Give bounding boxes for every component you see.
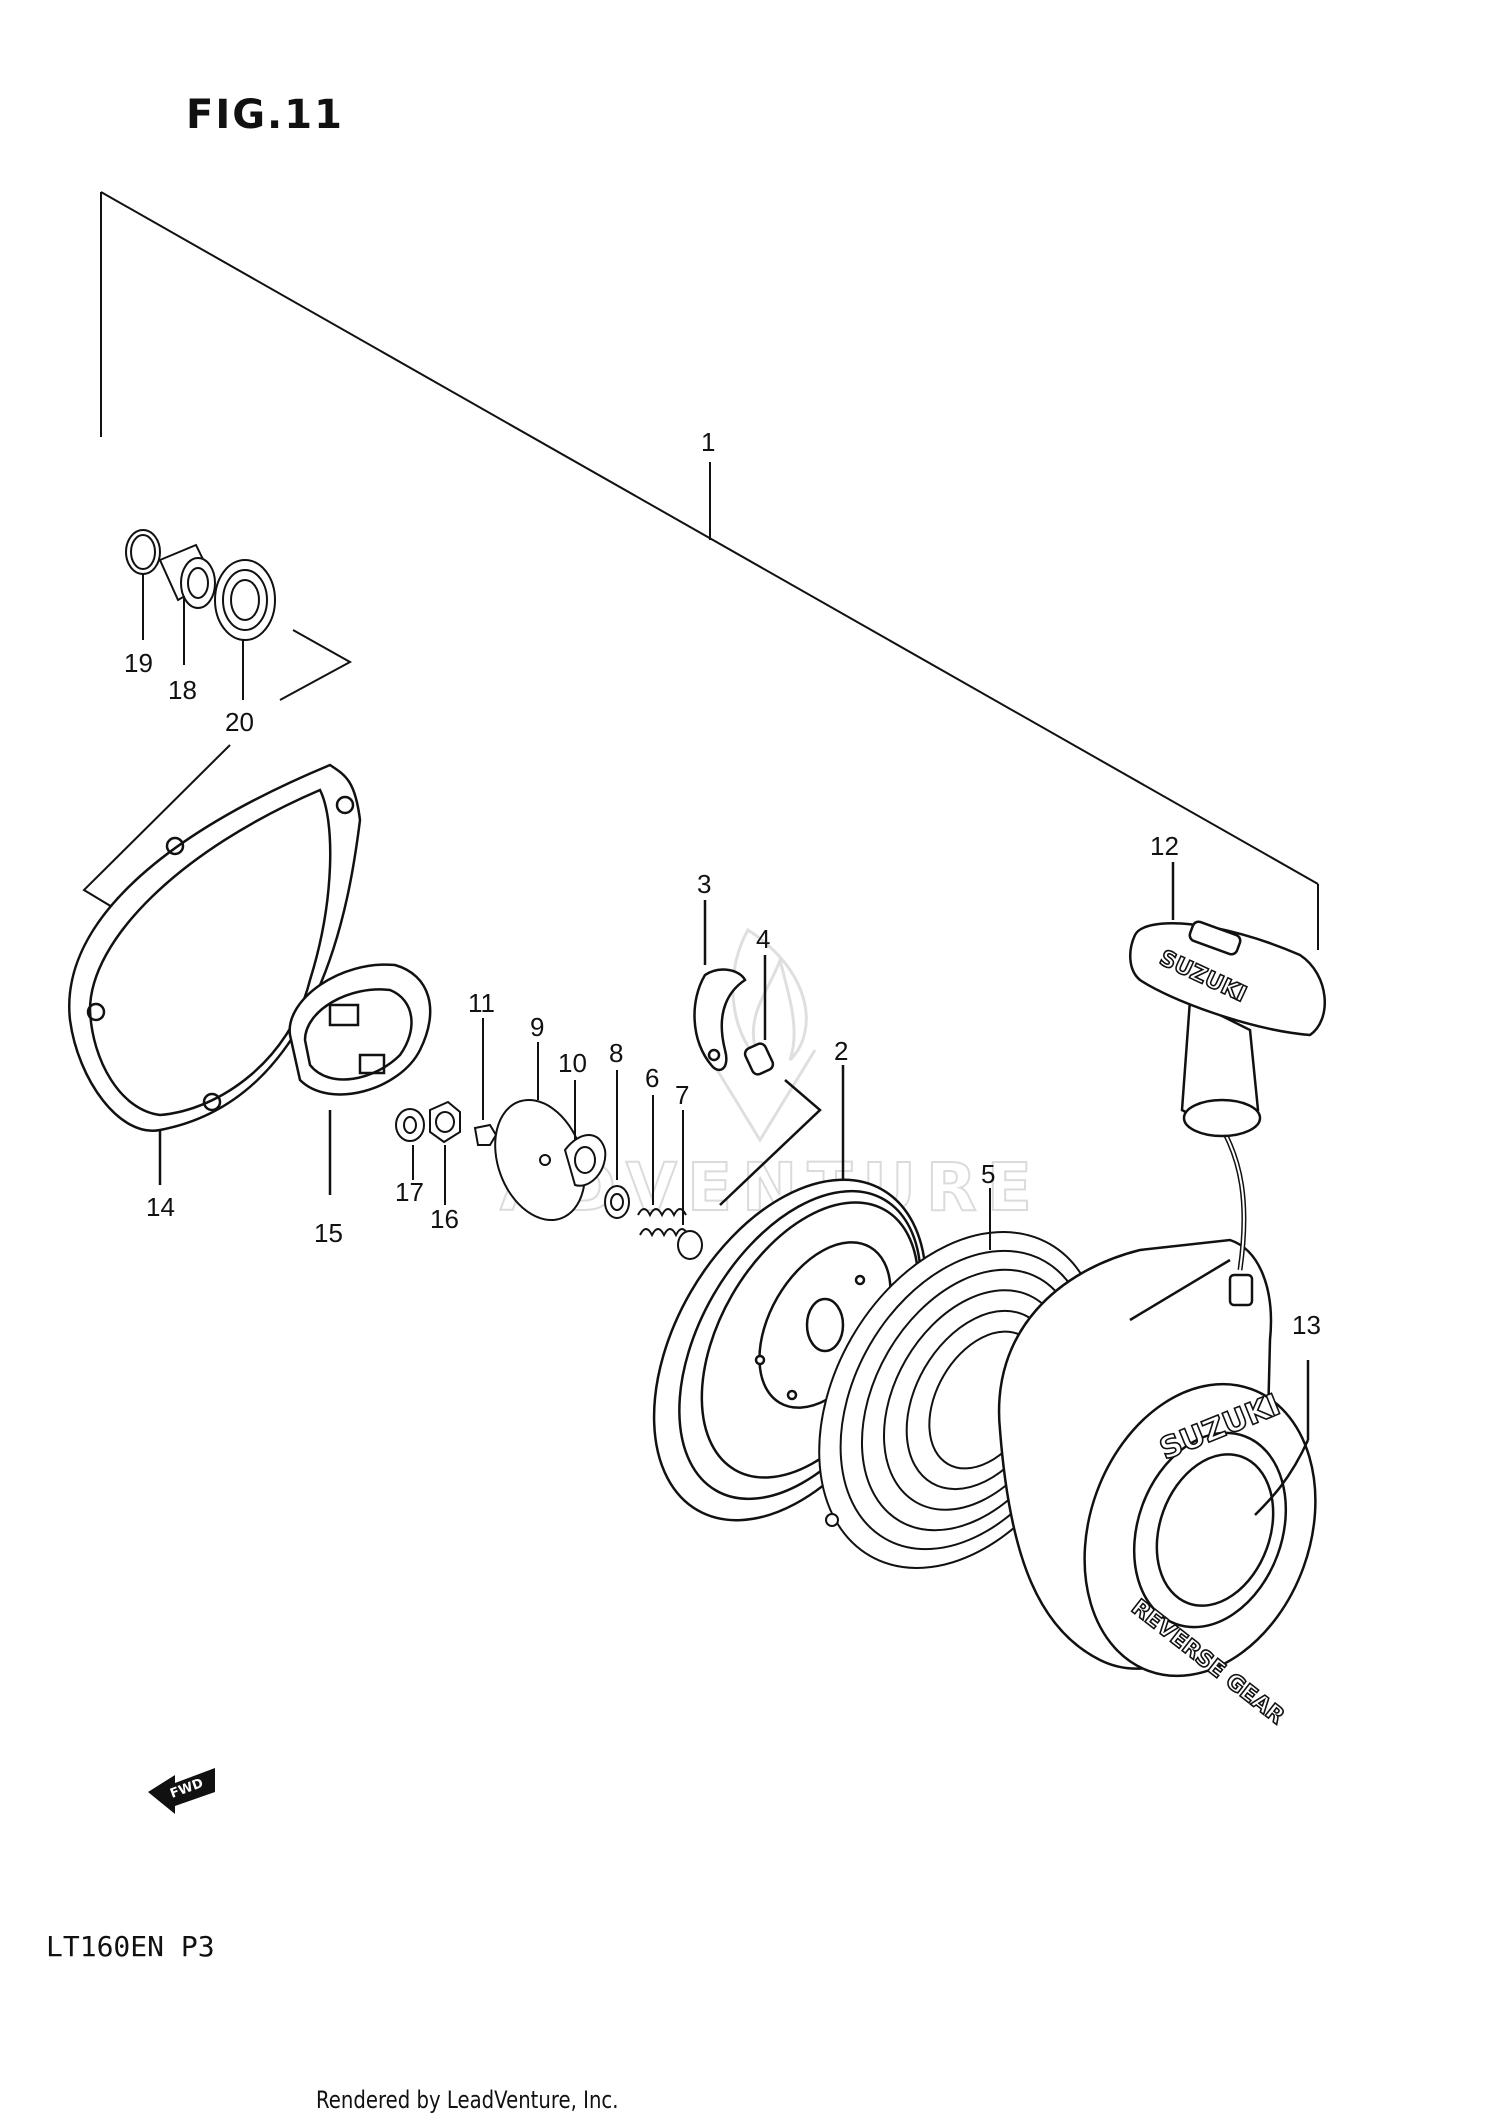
- render-credit: Rendered by LeadVenture, Inc.: [316, 2086, 619, 2114]
- figure-title: FIG.11: [186, 92, 344, 138]
- starter-housing-part: SUZUKI REVERSE GEAR: [997, 1238, 1317, 1730]
- callout-2: 2: [834, 1036, 848, 1066]
- callout-9: 9: [530, 1012, 544, 1042]
- friction-plate-part: [494, 1042, 607, 1222]
- small-fasteners: [395, 1018, 498, 1205]
- callout-5: 5: [981, 1159, 995, 1189]
- callout-10: 10: [558, 1048, 587, 1078]
- callout-labels: 1 2 3 4 5 6 7 8 9 10 11 12 13 14 15 16 1…: [124, 427, 1321, 1340]
- callout-4: 4: [756, 924, 770, 954]
- assembly-bracket: [100, 191, 1319, 950]
- callout-17: 17: [395, 1177, 424, 1207]
- callout-12: 12: [1150, 831, 1179, 861]
- callout-19: 19: [124, 648, 153, 678]
- spacer-part: [180, 557, 216, 609]
- callout-18: 18: [168, 675, 197, 705]
- bearing-part: [214, 559, 276, 641]
- callout-15: 15: [314, 1218, 343, 1248]
- starter-handle-part: SUZUKI: [1129, 862, 1326, 1307]
- callout-16: 16: [430, 1204, 459, 1234]
- callout-1: 1: [701, 427, 715, 457]
- callout-20: 20: [225, 707, 254, 737]
- callout-6: 6: [645, 1063, 659, 1093]
- callout-14: 14: [146, 1192, 175, 1222]
- callout-13: 13: [1292, 1310, 1321, 1340]
- callout-3: 3: [697, 869, 711, 899]
- spring-washer-parts: [604, 1070, 703, 1260]
- forward-direction-arrow: FWD: [148, 1768, 215, 1814]
- callout-8: 8: [609, 1038, 623, 1068]
- model-code: LT160EN P3: [46, 1930, 215, 1963]
- callout-11: 11: [468, 988, 495, 1018]
- ratchet-guide-part: [288, 963, 432, 1195]
- pawl-pin-parts: [693, 900, 822, 1206]
- gasket-part: [68, 763, 362, 1185]
- seal-group: [82, 529, 353, 979]
- callout-7: 7: [675, 1080, 689, 1110]
